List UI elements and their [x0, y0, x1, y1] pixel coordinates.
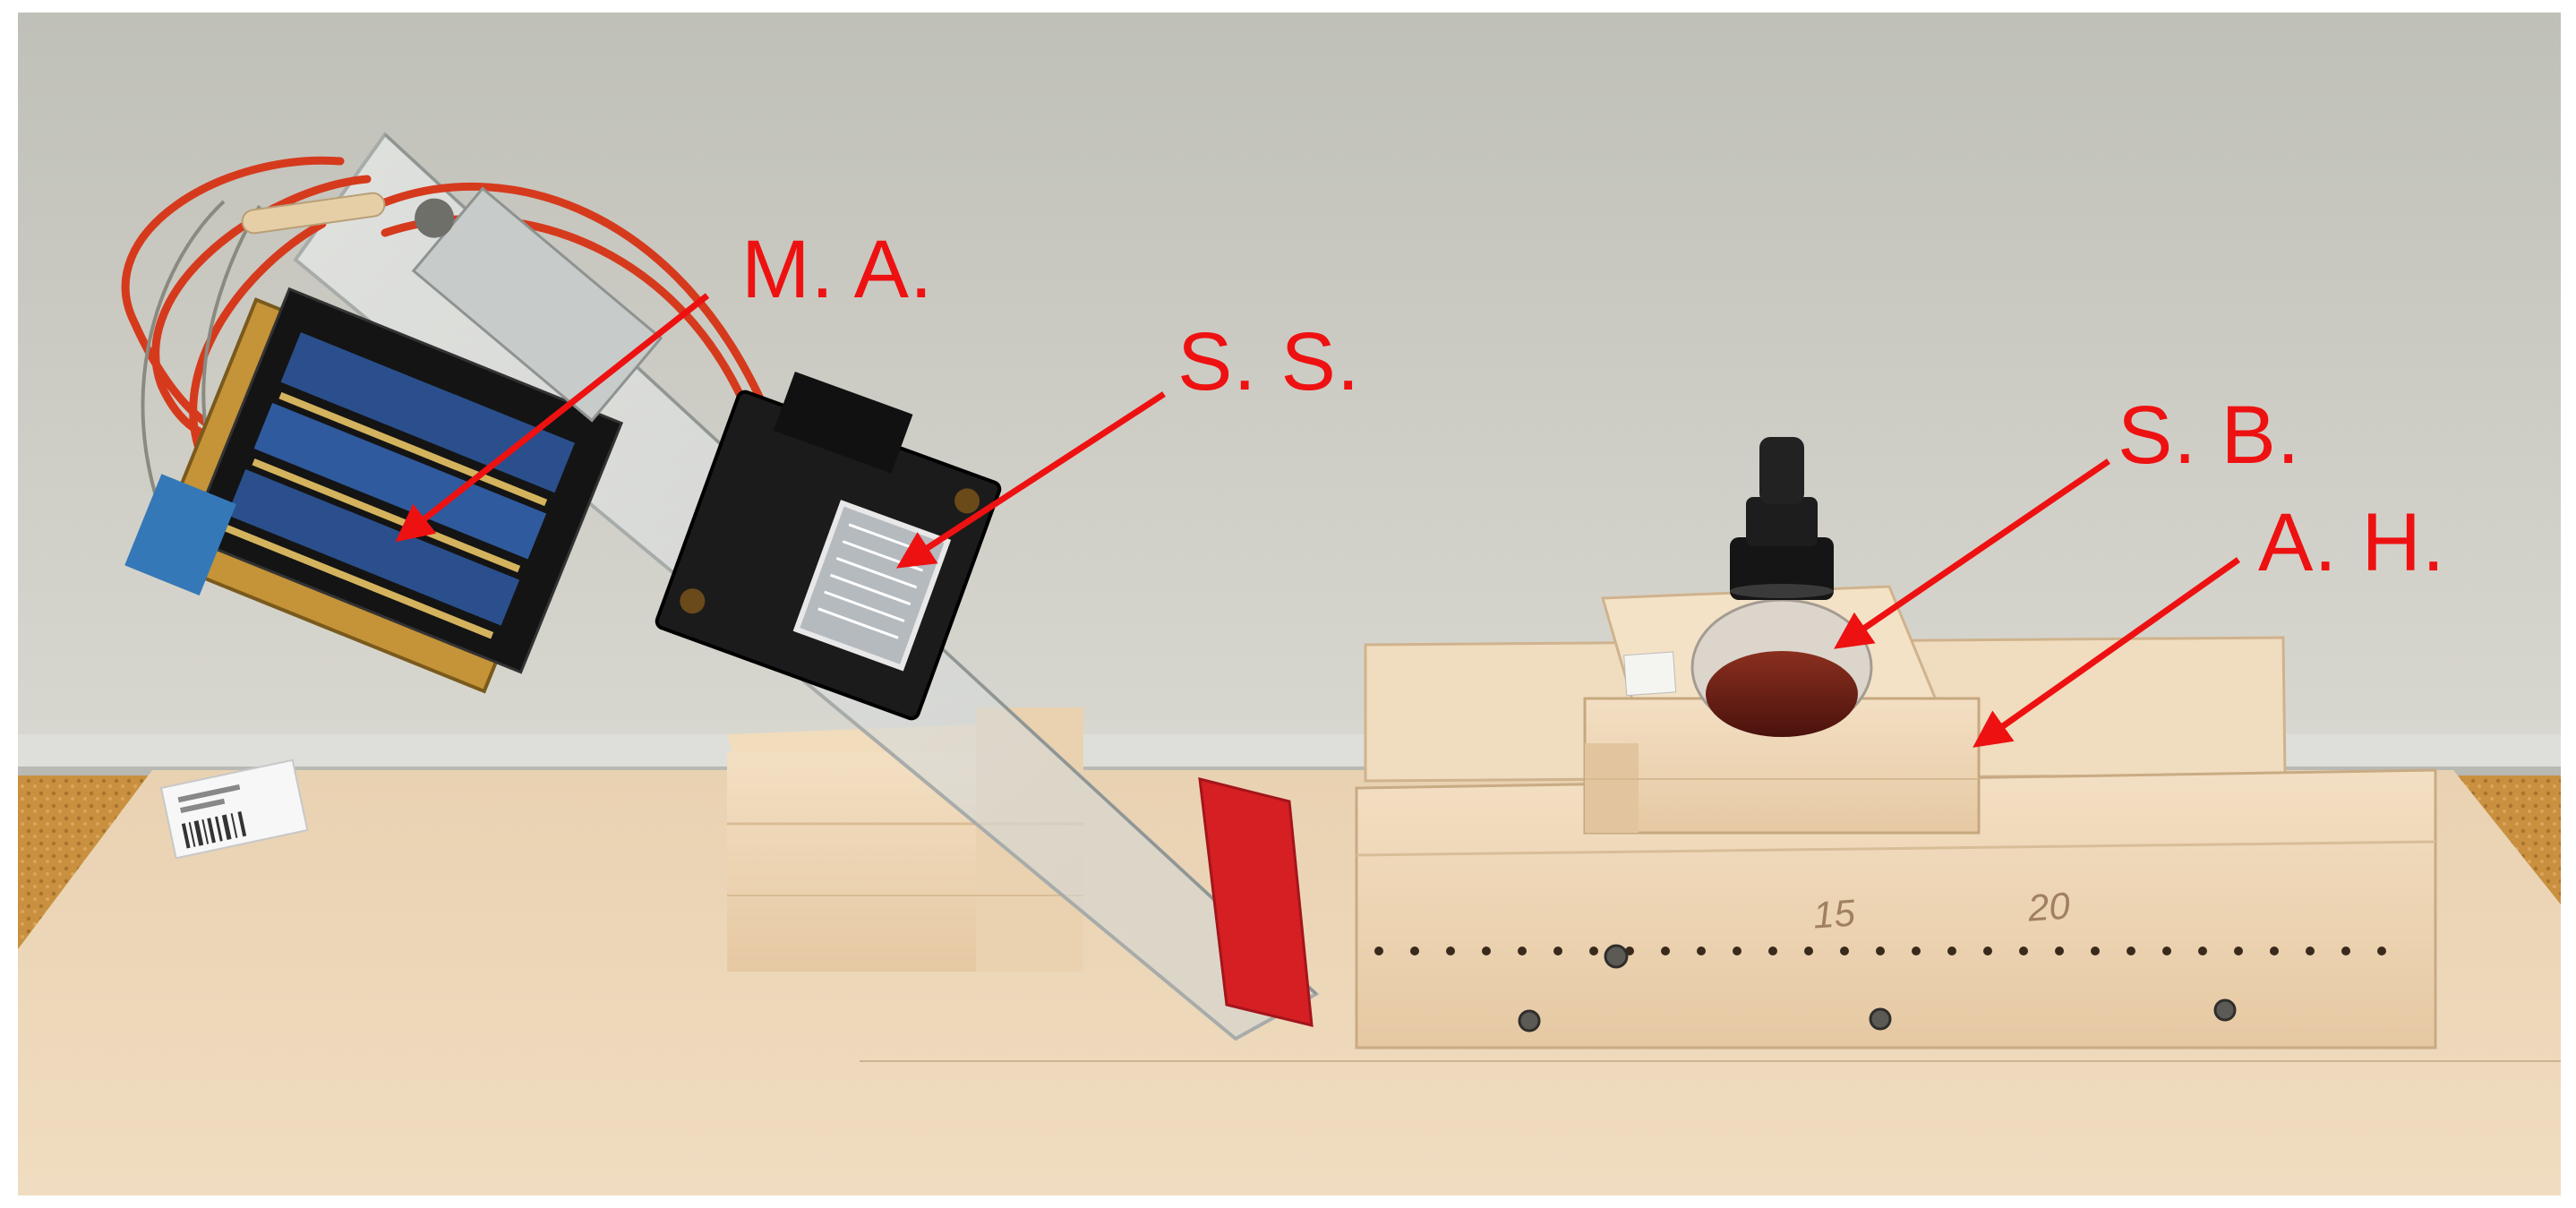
- track-holes: [1374, 947, 2386, 955]
- barcode-sticker: [159, 758, 309, 860]
- scale-mark-15: 15: [1811, 891, 1857, 937]
- annotation-arrows: [395, 293, 2241, 748]
- electronics-stack: [124, 287, 624, 694]
- arrow-ah: [1973, 557, 2241, 748]
- arrow-sb: [1834, 458, 2110, 649]
- label-ah: A. H.: [2258, 497, 2446, 588]
- wooden-dowel: [241, 192, 386, 235]
- scale-mark-20: 20: [2026, 884, 2072, 930]
- arrow-ma: [395, 293, 710, 543]
- spray-bottle: [1690, 437, 1873, 737]
- arrow-ss: [895, 391, 1166, 569]
- sensor-housing: [655, 371, 1002, 721]
- plate-grille: [411, 186, 663, 423]
- label-sb: S. B.: [2118, 390, 2301, 481]
- red-strip: [1198, 777, 1314, 1027]
- track-screws: [1518, 944, 2237, 1032]
- label-ss: S. S.: [1177, 316, 1361, 407]
- label-ma: M. A.: [741, 224, 934, 315]
